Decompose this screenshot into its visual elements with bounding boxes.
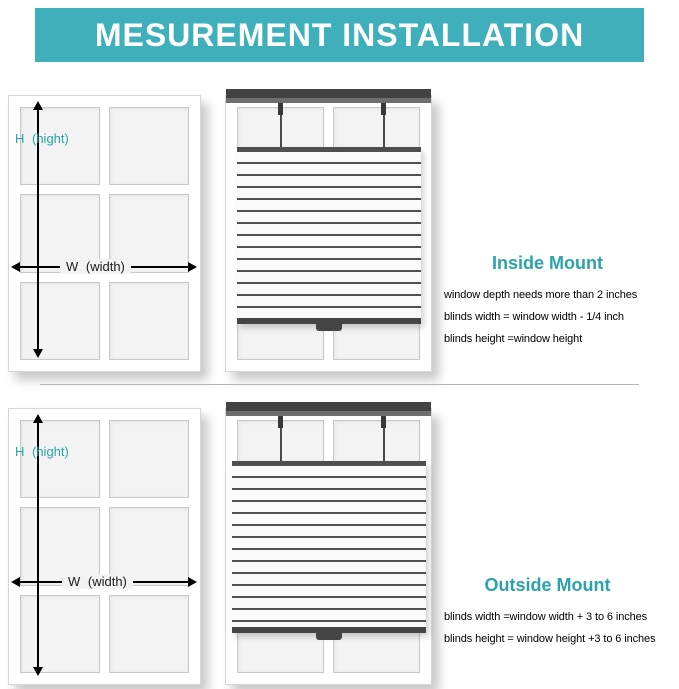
- page-title: MESUREMENT INSTALLATION: [94, 16, 585, 53]
- arrow-down-head: [33, 667, 43, 676]
- width-label: W (width): [60, 259, 131, 274]
- blind-pull-tab: [316, 324, 342, 331]
- window-panes: [20, 420, 189, 673]
- pleated-shade: [232, 461, 426, 640]
- blind-cord: [280, 103, 282, 148]
- note-line: blinds height =window height: [444, 333, 583, 345]
- blind-cord: [383, 416, 385, 461]
- outside-mount-title: Outside Mount: [484, 575, 611, 595]
- note-line: blinds width = window width - 1/4 inch: [444, 311, 624, 323]
- inside-mount-notes: window depth needs more than 2 inches bl…: [444, 284, 637, 350]
- arrow-shaft: [37, 110, 39, 349]
- arrow-right-head: [188, 262, 197, 272]
- window-illustration-inside: [8, 95, 201, 372]
- window-pane: [20, 420, 100, 499]
- window-pane: [20, 281, 100, 360]
- window-pane: [20, 107, 100, 186]
- note-line: blinds width =window width + 3 to 6 inch…: [444, 611, 648, 623]
- height-label: H (hight): [15, 444, 69, 459]
- blind-bottomrail: [232, 627, 426, 633]
- cord-bracket: [381, 103, 386, 115]
- width-label: W (width): [62, 574, 133, 589]
- window-pane: [20, 594, 100, 673]
- blind-bottomrail: [237, 318, 421, 324]
- arrow-left-head: [11, 577, 20, 587]
- window-illustration-outside: [8, 408, 201, 685]
- blind-headrail: [226, 89, 431, 103]
- inside-mount-title: Inside Mount: [492, 253, 603, 273]
- height-arrow: [32, 101, 44, 358]
- note-line: blinds height = window height +3 to 6 in…: [444, 633, 656, 645]
- arrow-right-head: [188, 577, 197, 587]
- window-pane: [20, 507, 100, 586]
- window-pane: [109, 594, 189, 673]
- blind-headrail: [226, 402, 431, 416]
- section-divider: [40, 384, 639, 385]
- window-pane: [109, 507, 189, 586]
- window-pane: [109, 281, 189, 360]
- window-panes: [20, 107, 189, 360]
- height-label: H (hight): [15, 131, 69, 146]
- cord-bracket: [278, 416, 283, 428]
- arrow-up-head: [33, 101, 43, 110]
- arrow-left-head: [11, 262, 20, 272]
- blind-cord: [280, 416, 282, 461]
- pleated-shade: [237, 147, 421, 331]
- arrow-down-head: [33, 349, 43, 358]
- outside-mount-notes: blinds width =window width + 3 to 6 inch…: [444, 606, 656, 650]
- window-pane: [109, 107, 189, 186]
- height-arrow: [32, 414, 44, 676]
- title-banner: MESUREMENT INSTALLATION: [35, 8, 644, 62]
- blind-pull-tab: [316, 633, 342, 640]
- window-pane: [109, 420, 189, 499]
- arrow-shaft: [37, 423, 39, 667]
- note-line: window depth needs more than 2 inches: [444, 289, 638, 301]
- cord-bracket: [381, 416, 386, 428]
- cord-bracket: [278, 103, 283, 115]
- arrow-up-head: [33, 414, 43, 423]
- blind-cord: [383, 103, 385, 148]
